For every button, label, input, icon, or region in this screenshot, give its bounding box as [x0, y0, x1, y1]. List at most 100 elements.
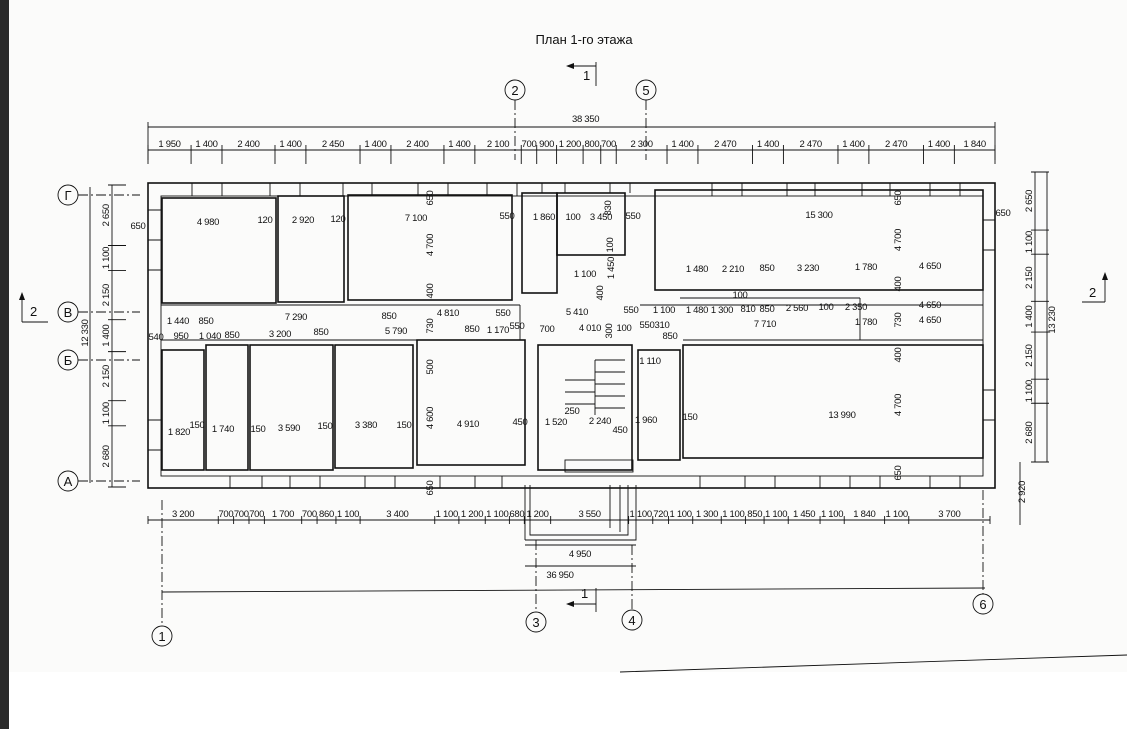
building-outline	[147, 182, 996, 489]
svg-text:В: В	[64, 305, 73, 320]
interior-dimension-label: 4 650	[919, 261, 941, 272]
dimension-label: 3 550	[578, 509, 600, 520]
interior-dimension-label: 1 520	[545, 417, 567, 428]
dimension-label: 1 950	[158, 139, 180, 150]
dimension-label: 1 100	[670, 509, 692, 520]
dimension-label: 1 100	[765, 509, 787, 520]
interior-dimension-label: 550	[626, 211, 641, 222]
dimension-chain-top: 1 950 1 400 2 400 1 400 2 450 1 400 2 400 1 400…	[147, 139, 996, 164]
interior-dimension-label: 15 300	[805, 210, 832, 221]
interior-dimension-label: 850	[760, 263, 775, 274]
interior-dimension-label: 450	[613, 425, 628, 436]
interior-dimension-label: 550	[624, 305, 639, 316]
interior-dimension-label: 5 410	[566, 307, 588, 318]
dimension-label: 1 400	[757, 139, 779, 150]
interior-dimension-label: 120	[331, 214, 346, 225]
interior-dimension-label: 3 590	[278, 423, 300, 434]
interior-dimension-label: 730	[425, 319, 436, 334]
interior-dimension-label: 100	[605, 238, 616, 253]
interior-dimension-label: 400	[893, 348, 904, 363]
interior-dimension-label: 650	[996, 208, 1011, 219]
interior-dimension-label: 12 330	[80, 319, 91, 346]
axis-marker-1: 1	[151, 500, 173, 647]
dimension-label: 1 100	[101, 402, 112, 424]
interior-dimension-label: 550	[500, 211, 515, 222]
interior-dimension-label: 650	[131, 221, 146, 232]
dimension-label: 1 400	[101, 325, 112, 347]
interior-dimension-label: 1 960	[635, 415, 657, 426]
interior-dimension-label: 4 010	[579, 323, 601, 334]
dimension-label: 1 400	[671, 139, 693, 150]
dimension-label: 800	[584, 139, 599, 150]
plan-title: План 1-го этажа	[535, 32, 633, 47]
dimension-label: 1 400	[364, 139, 386, 150]
section-mark-left: 2	[19, 292, 48, 323]
interior-dimension-label: 13 990	[828, 410, 855, 421]
dimension-label: 1 300	[696, 509, 718, 520]
dimension-label: 2 680	[1024, 421, 1035, 443]
interior-dimension-label: 5 790	[385, 326, 407, 337]
axis-marker-A: А	[57, 470, 140, 492]
interior-dimension-label: 2 920	[292, 215, 314, 226]
interior-dimension-label: 650	[893, 466, 904, 481]
dimension-label: 700	[601, 139, 616, 150]
dimension-label: 720	[653, 509, 668, 520]
dimension-label: 1 400	[195, 139, 217, 150]
dimension-label: 2 400	[406, 139, 428, 150]
interior-dimension-label: 13 230	[1047, 306, 1058, 333]
dimension-label: 2 470	[800, 139, 822, 150]
svg-text:3: 3	[532, 615, 539, 630]
axis-marker-G: Г	[57, 184, 140, 206]
interior-dimension-label: 1 820	[168, 427, 190, 438]
dimension-label: 2 150	[101, 365, 112, 387]
interior-dimension-label: 1 780	[855, 262, 877, 273]
dimension-label: 1 200	[461, 509, 483, 520]
svg-text:Г: Г	[64, 188, 71, 203]
interior-dimension-label: 1 110	[639, 356, 661, 367]
interior-dimension-label: 650	[425, 191, 436, 206]
interior-dimension-label: 100	[733, 290, 748, 301]
interior-dimension-label: 2 920	[1017, 481, 1028, 503]
interior-walls	[161, 189, 984, 541]
section-mark-bottom: 1	[566, 586, 597, 612]
interior-dimension-label: 36 950	[546, 570, 573, 581]
dimension-label: 2 470	[885, 139, 907, 150]
dimension-label: 700	[218, 509, 233, 520]
dimension-label: 2 450	[322, 139, 344, 150]
interior-dimension-label: 850	[465, 324, 480, 335]
svg-text:1: 1	[158, 629, 165, 644]
interior-dimension-label: 850	[663, 331, 678, 342]
interior-dimension-label: 150	[251, 424, 266, 435]
dimension-label: 1 100	[886, 509, 908, 520]
dimension-label: 2 470	[714, 139, 736, 150]
interior-dimension-label: 1 860	[533, 212, 555, 223]
interior-dimension-label: 550	[510, 321, 525, 332]
dimension-label: 2 650	[1024, 190, 1035, 212]
dimension-label: 1 840	[853, 509, 875, 520]
dimension-label: 2 150	[1024, 344, 1035, 366]
interior-dimension-label: 1 040	[199, 331, 221, 342]
axis-marker-3: 3	[525, 540, 547, 633]
interior-dimension-label: 4 950	[569, 549, 591, 560]
dimension-label: 850	[747, 509, 762, 520]
interior-dimension-label: 400	[893, 277, 904, 292]
dimension-label: 3 700	[938, 509, 960, 520]
axis-marker-4: 4	[621, 545, 643, 631]
interior-dimension-label: 1 480	[686, 305, 708, 316]
interior-dimension-label: 540	[149, 332, 164, 343]
interior-dimension-label: 850	[225, 330, 240, 341]
dimension-label: 2 400	[237, 139, 259, 150]
dimension-label: 1 100	[337, 509, 359, 520]
interior-dimension-label: 4 910	[457, 419, 479, 430]
interior-dimension-label: 550	[496, 308, 511, 319]
svg-text:А: А	[64, 474, 73, 489]
svg-text:6: 6	[979, 597, 986, 612]
dimension-label: 700	[522, 139, 537, 150]
interior-dimension-label: 100	[617, 323, 632, 334]
dimension-label: 1 100	[630, 509, 652, 520]
interior-dimension-label: 1 100	[653, 305, 675, 316]
interior-dimension-label: 830	[603, 201, 614, 216]
dimension-label: 860	[319, 509, 334, 520]
